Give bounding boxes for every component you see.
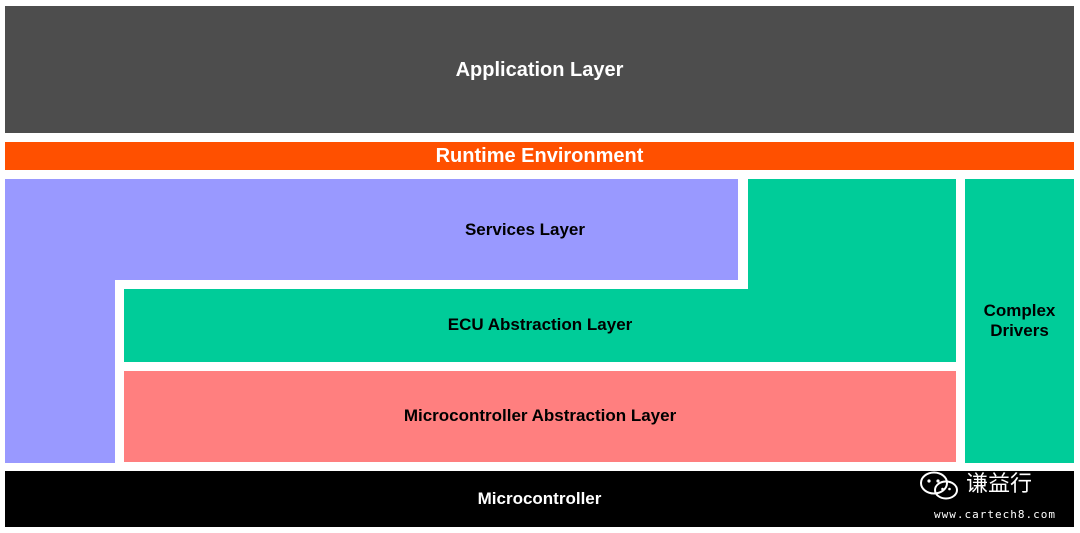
microcontroller-label: Microcontroller (477, 488, 602, 508)
runtime-environment: Runtime Environment (5, 142, 1074, 170)
ecu-abstraction-layer-label: ECU Abstraction Layer (447, 315, 633, 335)
microcontroller-abstraction-layer: Microcontroller Abstraction Layer (124, 371, 956, 462)
complex-drivers-label-line2: Drivers (990, 321, 1049, 340)
microcontroller-abstraction-layer-label: Microcontroller Abstraction Layer (403, 406, 677, 426)
complex-drivers-label: Complex Drivers (984, 301, 1056, 342)
services-layer-top (5, 179, 738, 280)
complex-drivers-label-line1: Complex (983, 300, 1056, 320)
services-layer-side (5, 279, 115, 463)
microcontroller: Microcontroller (5, 471, 1074, 527)
application-layer: Application Layer (5, 6, 1074, 133)
complex-drivers: Complex Drivers (965, 179, 1074, 463)
ecu-abstraction-layer-upper (748, 179, 956, 299)
application-layer-label: Application Layer (455, 58, 624, 81)
ecu-abstraction-layer: ECU Abstraction Layer (124, 289, 956, 362)
services-layer-label: Services Layer (464, 219, 586, 239)
runtime-environment-label: Runtime Environment (435, 145, 644, 167)
